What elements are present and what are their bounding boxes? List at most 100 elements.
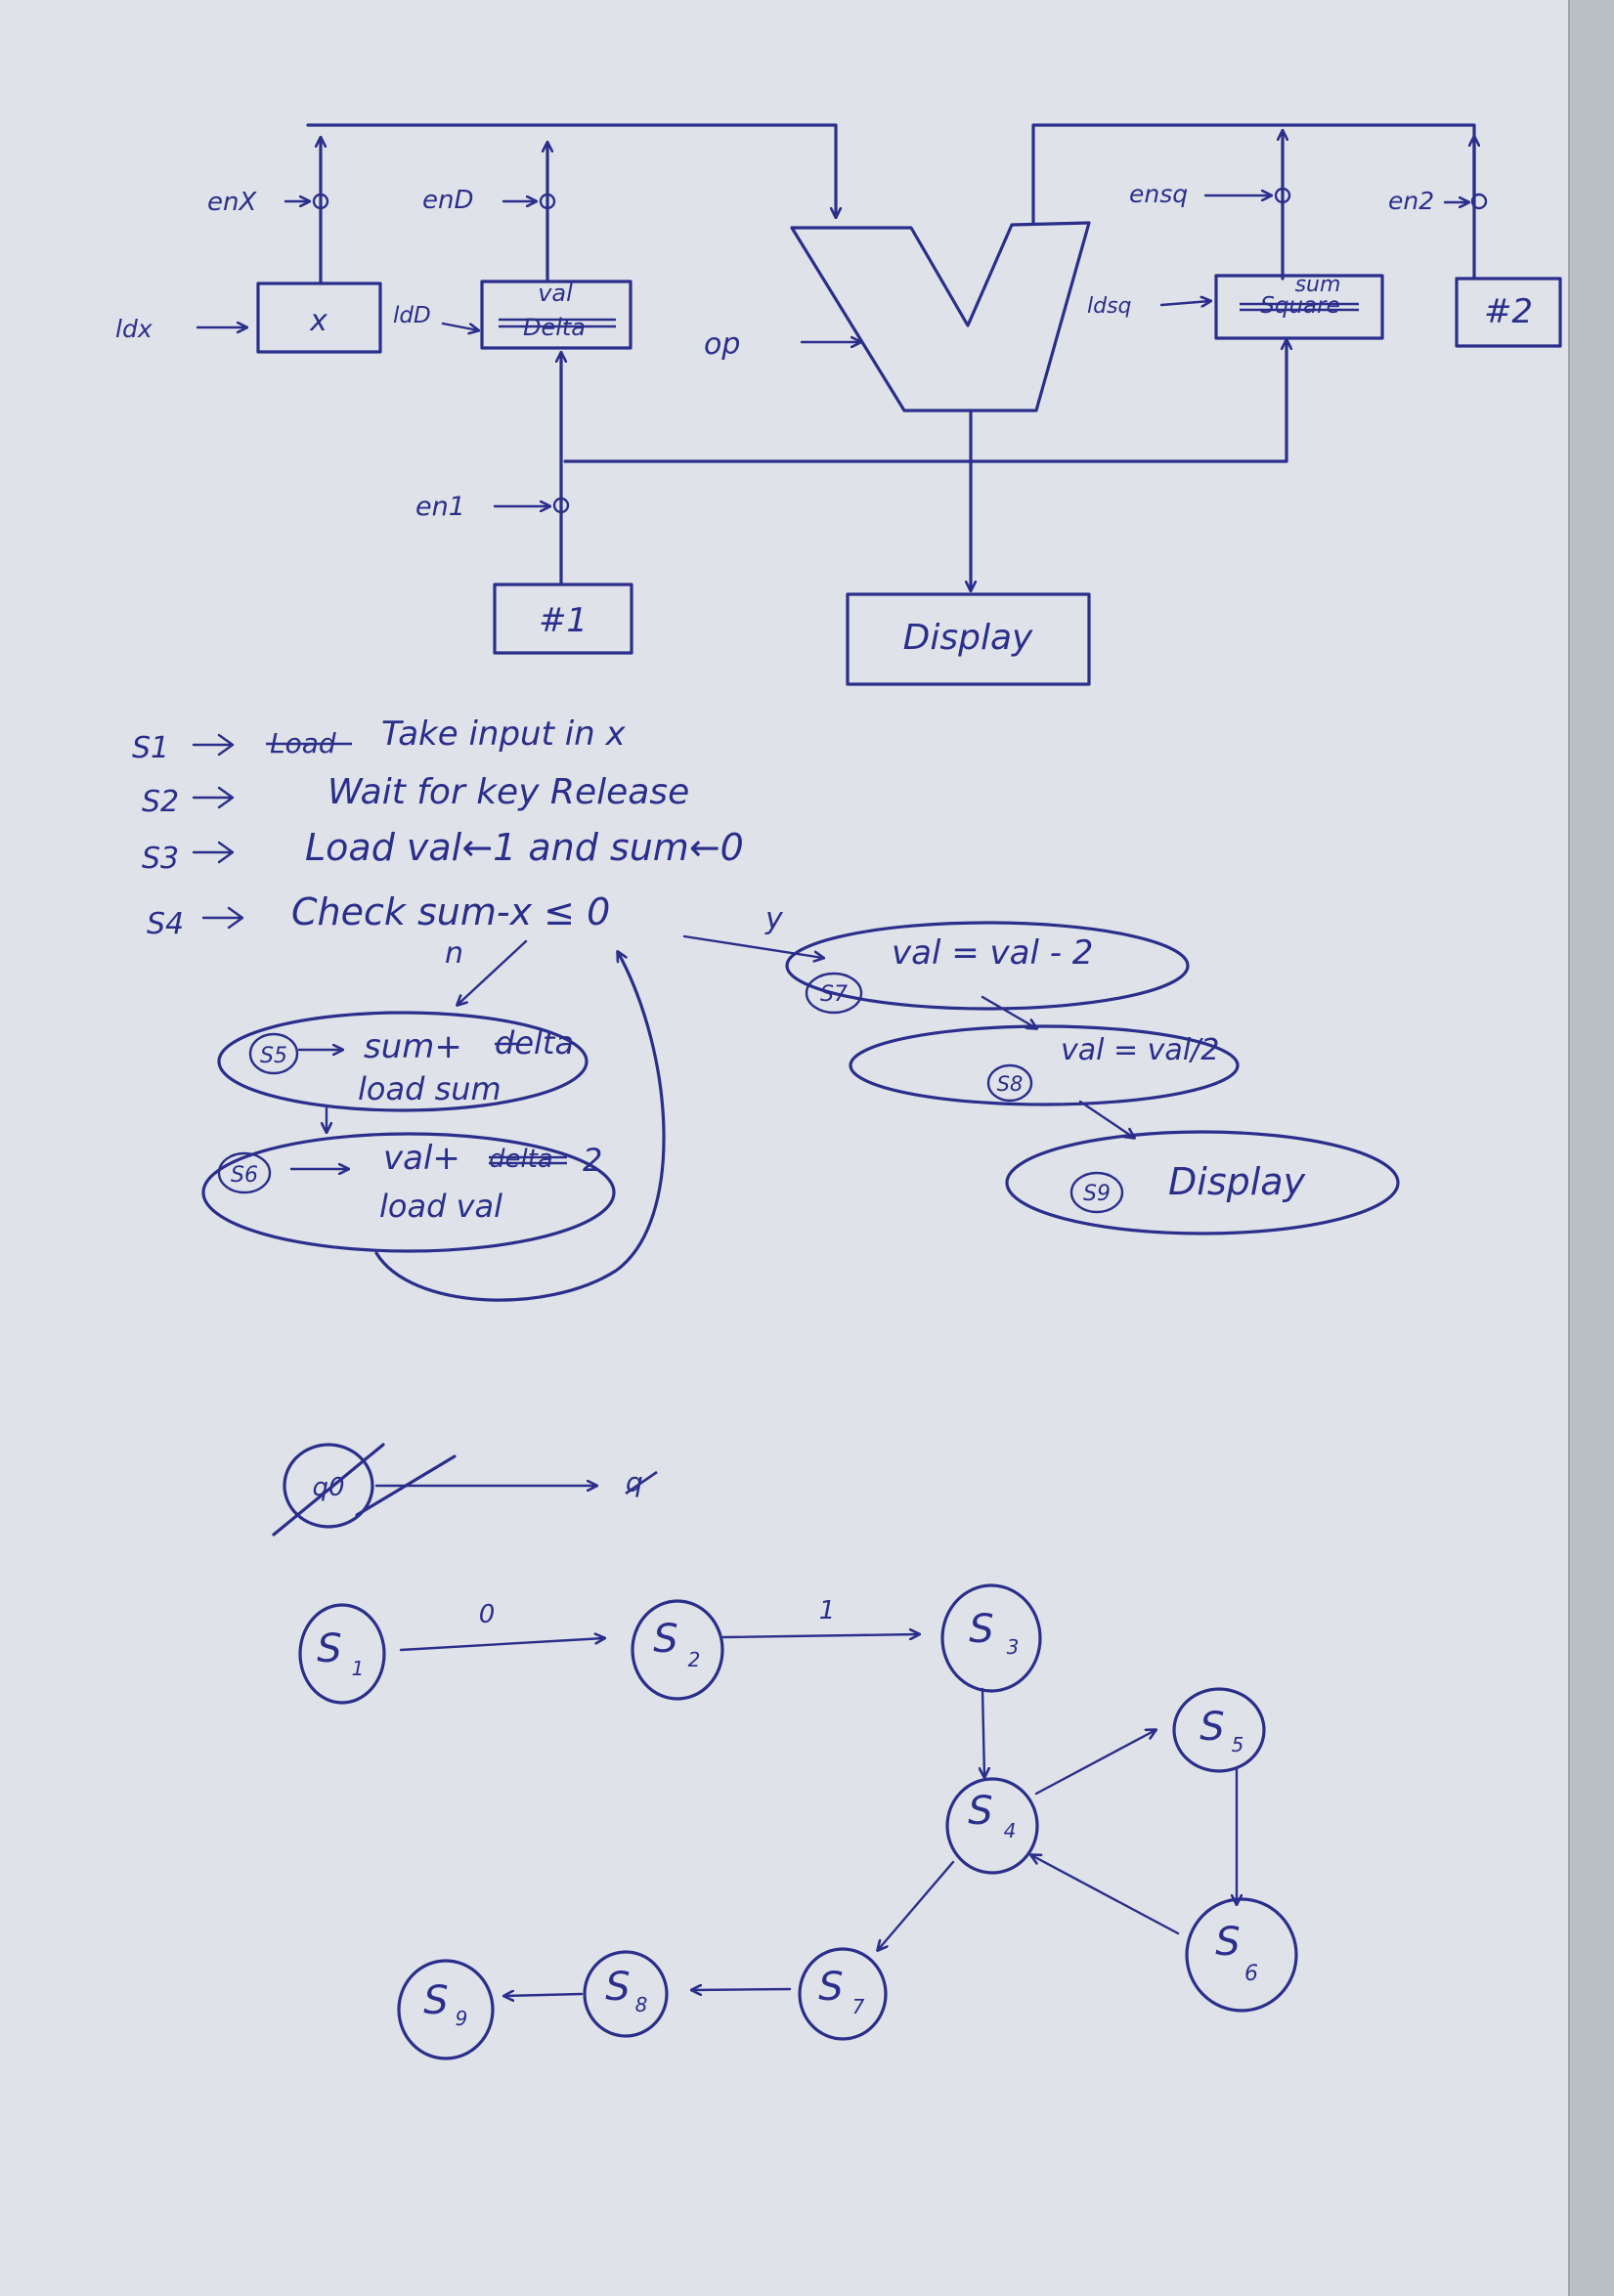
crossed-state-circle <box>283 1443 374 1529</box>
s6-line2: load val <box>379 1188 502 1225</box>
state-s3-sub: 3 <box>1007 1635 1020 1659</box>
s9-text: Display <box>1168 1160 1306 1203</box>
state-node-s8: S 8 <box>583 1950 669 2038</box>
step-1-arrow <box>192 733 235 757</box>
state-s4-main: S <box>968 1789 992 1834</box>
s8-text: val = val/2 <box>1061 1033 1219 1067</box>
register-sum-label: sum <box>1295 273 1341 297</box>
register-x <box>256 282 382 354</box>
register-sum <box>1214 274 1384 340</box>
state-s2-main: S <box>653 1617 677 1662</box>
branch-yes-label: y <box>764 902 784 936</box>
branch-flow: n y S5 sum+ delta load sum S6 val+ delta… <box>201 902 1400 1302</box>
state-s7-sub: 7 <box>852 1995 865 2018</box>
edge-s2-s3-label: 1 <box>819 1596 836 1625</box>
tristate-x <box>312 193 329 210</box>
tristate-sum <box>1274 187 1291 204</box>
step-4-state: S4 <box>147 907 184 941</box>
state-s5-main: S <box>1200 1705 1224 1750</box>
en2-label: en2 <box>1388 187 1434 215</box>
tristate-two <box>1470 193 1488 210</box>
s6-state: S6 <box>231 1163 258 1188</box>
branch-yes-arrow <box>682 934 823 958</box>
ldx-label: ldx <box>115 315 153 343</box>
state-s6-sub: 6 <box>1244 1962 1258 1986</box>
state-node-s9: S 9 <box>397 1959 495 2060</box>
ldsq-arrow <box>1159 301 1210 305</box>
state-s9-main: S <box>423 1978 448 2023</box>
bus-feedback-left <box>306 123 836 217</box>
state-node-s6: S 6 <box>1185 1897 1298 2013</box>
edge-s6-s4 <box>1031 1855 1180 1935</box>
bus-alu-out <box>563 340 1287 463</box>
state-node-s7: S 7 <box>798 1947 888 2041</box>
register-sum-struck-label: Square <box>1260 293 1339 319</box>
s6-state-circle <box>217 1151 272 1194</box>
state-s9-sub: 9 <box>456 2007 468 2030</box>
edge-s1-s2-label: 0 <box>479 1600 496 1629</box>
s5-state: S5 <box>260 1044 287 1068</box>
step-1-text: Take input in x <box>381 715 627 754</box>
display-box <box>846 592 1091 686</box>
step-4-text: Check sum-x ≤ 0 <box>291 890 610 933</box>
state-diagram: 0 1 S 1 S 2 S 3 S 4 <box>298 1583 1298 2060</box>
s7-to-s8 <box>981 995 1036 1028</box>
state-node-s4: S 4 <box>945 1777 1039 1875</box>
step-3-arrow <box>192 841 235 864</box>
s6-line1: val+ <box>383 1139 460 1178</box>
edge-s2-s3 <box>721 1634 919 1637</box>
state-s8-sub: 8 <box>635 1993 648 2016</box>
s8-state-circle <box>986 1063 1033 1103</box>
state-s3-main: S <box>969 1607 993 1652</box>
s9-bubble <box>1005 1130 1400 1235</box>
edge-s3-s4 <box>982 1687 984 1777</box>
end-label: enD <box>422 186 474 215</box>
s5-line1: sum+ <box>364 1027 462 1066</box>
constant-two-label: #2 <box>1484 292 1533 331</box>
state-s4-sub: 4 <box>1004 1819 1017 1842</box>
datapath-diagram: x ldx enX val Delta ldD enD op sum Squar… <box>115 123 1562 686</box>
register-val <box>480 280 633 350</box>
step-2-text: Wait for key Release <box>327 772 689 812</box>
state-node-s1: S 1 <box>298 1603 386 1705</box>
crossed-scratch: q0 q <box>272 1443 658 1537</box>
constant-one-label: #1 <box>539 601 588 640</box>
s9-state-circle <box>1069 1171 1124 1214</box>
en1-label: en1 <box>415 492 465 522</box>
s7-bubble <box>785 921 1190 1011</box>
s6-struck: delta <box>489 1145 553 1174</box>
s8-state: S8 <box>997 1072 1024 1096</box>
edge-s4-s7 <box>878 1860 955 1950</box>
step-1-state: S1 <box>132 731 169 765</box>
s6-bubble <box>201 1132 616 1253</box>
branch-no-label: n <box>445 936 463 971</box>
edge-s8-s9 <box>504 1994 584 1996</box>
state-s2-sub: 2 <box>688 1648 701 1671</box>
step-4-arrow <box>201 906 244 930</box>
display-label: Display <box>903 618 1033 658</box>
s7-state: S7 <box>820 982 848 1007</box>
ldd-arrow <box>441 322 478 330</box>
constant-one-box <box>493 583 633 655</box>
register-x-label: x <box>309 304 327 338</box>
crossed-strike-1 <box>272 1443 385 1537</box>
state-node-s3: S 3 <box>940 1583 1042 1693</box>
ldsq-label: ldsq <box>1087 294 1132 319</box>
state-s8-main: S <box>605 1965 630 2010</box>
tristate-one <box>552 497 570 514</box>
edge-s1-s2 <box>399 1638 604 1652</box>
state-s6-main: S <box>1215 1920 1240 1965</box>
s9-state: S9 <box>1083 1182 1111 1206</box>
s7-text: val = val - 2 <box>892 933 1093 973</box>
branch-no-arrow <box>458 939 528 1005</box>
bus-feedback-right <box>1031 123 1476 281</box>
s7-state-circle <box>805 972 863 1015</box>
s5-state-circle <box>248 1032 299 1075</box>
state-s1-sub: 1 <box>352 1657 365 1680</box>
edge-s7-s8 <box>692 1989 792 1990</box>
s5-bubble <box>217 1011 589 1112</box>
state-node-s5: S 5 <box>1172 1687 1266 1773</box>
step-2-state: S2 <box>142 785 179 819</box>
register-val-label: val <box>538 280 573 307</box>
